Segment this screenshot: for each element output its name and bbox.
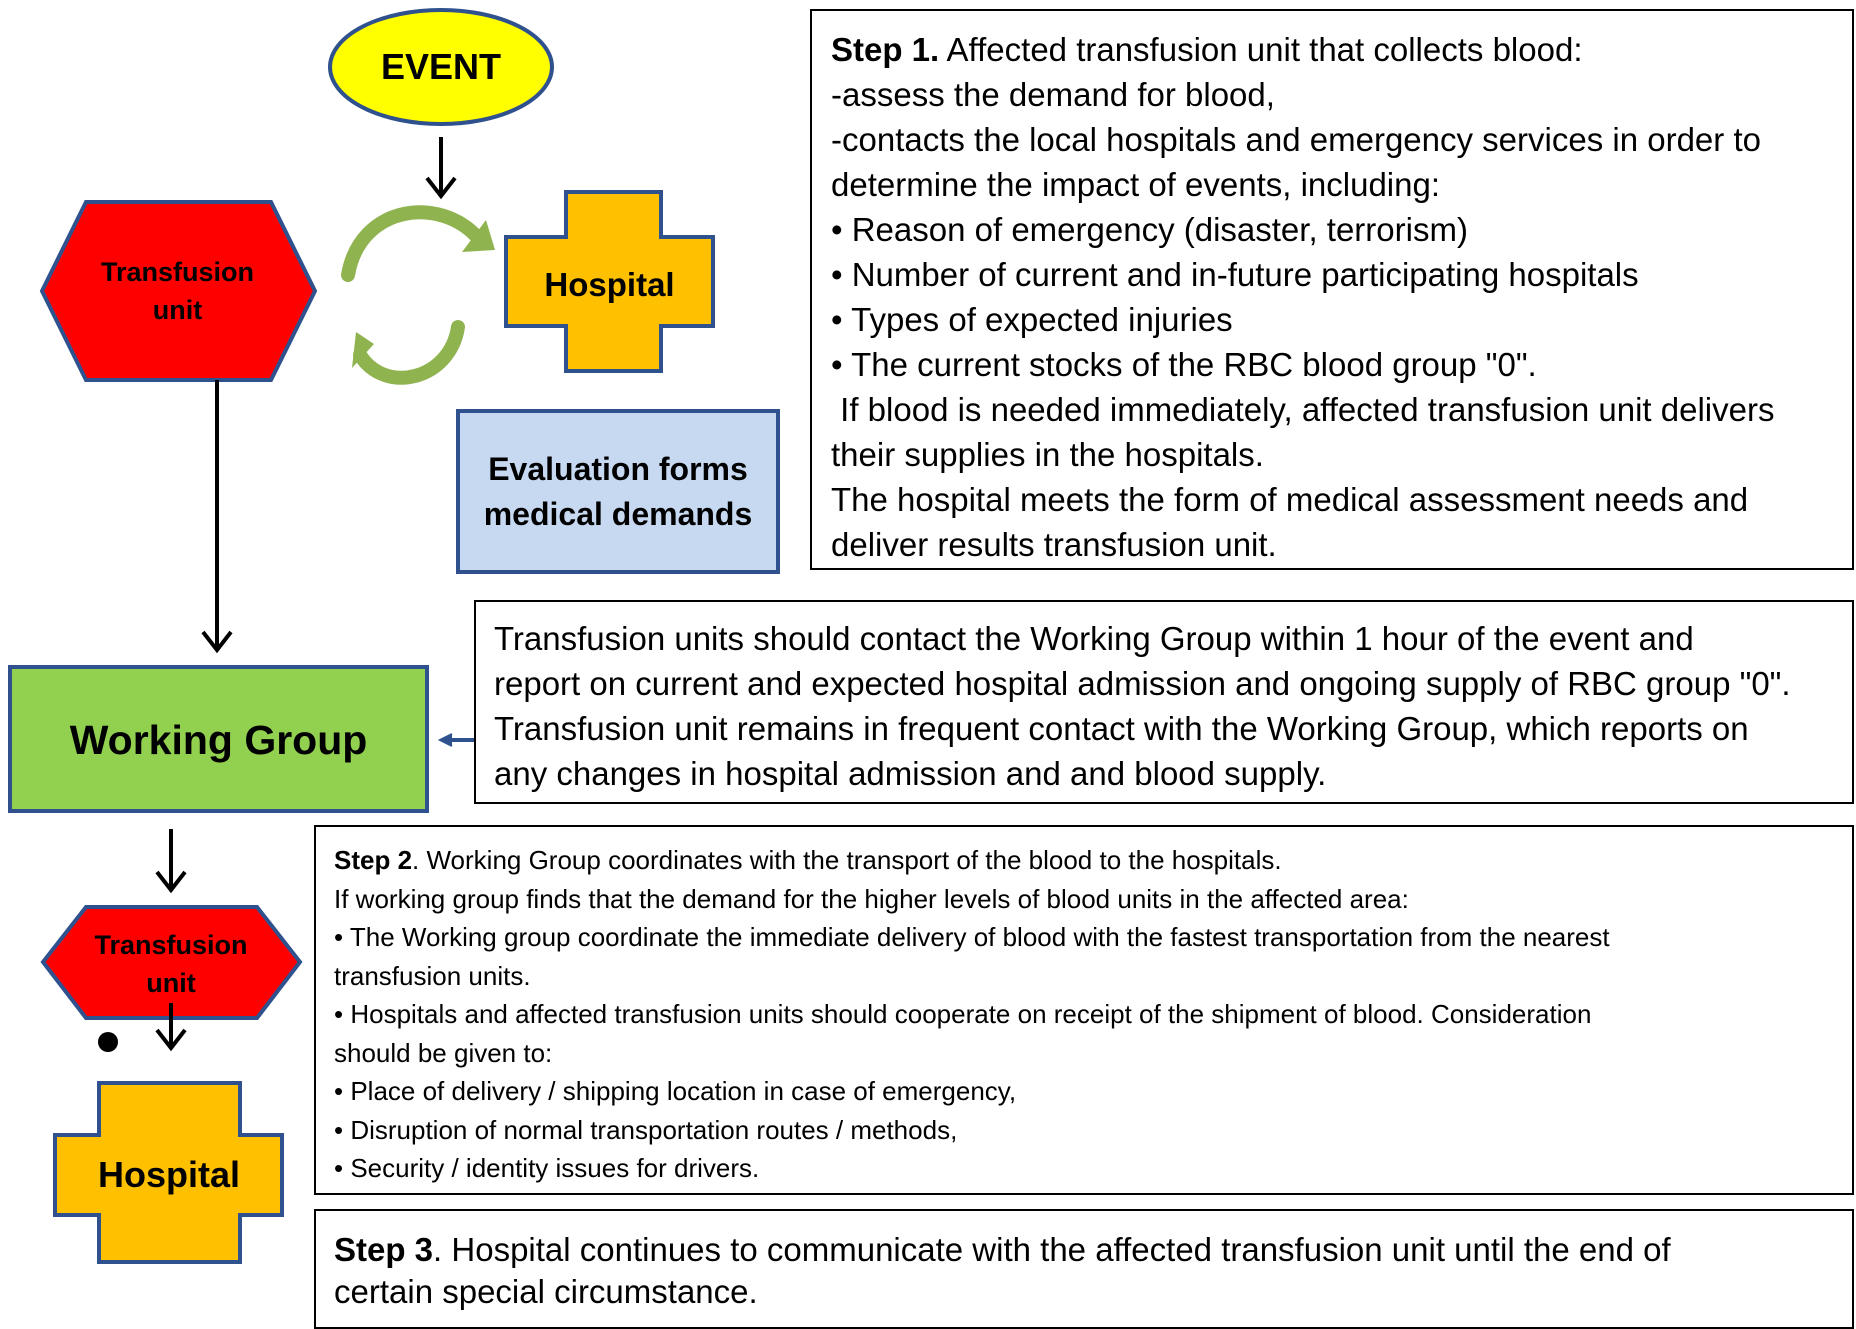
evaluation-forms-label: Evaluation forms medical demands xyxy=(460,445,776,539)
step1-line: The hospital meets the form of medical a… xyxy=(831,481,1749,518)
contact-line: Transfusion units should contact the Wor… xyxy=(494,620,1694,657)
step2-title: Step 2 xyxy=(334,845,413,875)
step3-box: Step 3. Hospital continues to communicat… xyxy=(314,1209,1854,1329)
contact-line: any changes in hospital admission and an… xyxy=(494,755,1327,792)
step2-line: transfusion units. xyxy=(334,960,531,991)
step1-heading: Step 1. Affected transfusion unit that c… xyxy=(831,27,1852,72)
transfusion-unit-hexagon-top xyxy=(39,200,318,382)
contact-working-group-box: Transfusion units should contact the Wor… xyxy=(474,600,1854,804)
cycle-arrows-icon xyxy=(341,205,495,385)
transfusion-unit-hexagon-bottom xyxy=(40,905,303,1020)
arrow-transfusion-to-hospital xyxy=(155,1003,187,1052)
step1-line: • Types of expected injuries xyxy=(831,301,1233,338)
arrow-transfusion-to-working-group xyxy=(201,380,233,654)
working-group-box xyxy=(8,665,429,813)
hospital-label-top: Hospital xyxy=(544,266,675,303)
step1-box: Step 1. Affected transfusion unit that c… xyxy=(810,9,1854,570)
step1-line: deliver results transfusion unit. xyxy=(831,526,1277,563)
arrow-contact-to-working-group xyxy=(437,733,477,747)
transfusion-unit-label-top: Transfusion unit xyxy=(100,257,255,325)
step1-line: • The current stocks of the RBC blood gr… xyxy=(831,346,1537,383)
step1-line: their supplies in the hospitals. xyxy=(831,436,1264,473)
step2-line: should be given to: xyxy=(334,1037,553,1068)
step2-line: • Security / identity issues for drivers… xyxy=(334,1153,760,1183)
step2-line: If working group finds that the demand f… xyxy=(334,883,1409,914)
step1-line: • Reason of emergency (disaster, terrori… xyxy=(831,211,1468,248)
step1-line: -contacts the local hospitals and emerge… xyxy=(831,121,1761,158)
evaluation-line-1: Evaluation forms xyxy=(488,451,748,487)
step3-heading: Step 3. Hospital continues to communicat… xyxy=(334,1229,1852,1271)
event-label: EVENT xyxy=(380,46,502,87)
step2-line: • Disruption of normal transportation ro… xyxy=(334,1114,958,1145)
transfusion-unit-label-bottom: Transfusion unit xyxy=(94,930,248,998)
step2-box: Step 2. Working Group coordinates with t… xyxy=(314,825,1854,1195)
step3-intro: . Hospital continues to communicate with… xyxy=(433,1231,1671,1268)
step1-intro: Affected transfusion unit that collects … xyxy=(939,31,1583,68)
bullet-dot xyxy=(98,1032,118,1052)
working-group-label: Working Group xyxy=(69,716,368,763)
arrow-working-group-down xyxy=(155,829,187,894)
step1-line: -assess the demand for blood, xyxy=(831,76,1275,113)
step2-intro: . Working Group coordinates with the tra… xyxy=(412,845,1282,875)
hospital-cross-top xyxy=(504,190,715,373)
contact-line: Transfusion unit remains in frequent con… xyxy=(494,710,1749,747)
step1-line: determine the impact of events, includin… xyxy=(831,166,1441,203)
step3-title: Step 3 xyxy=(334,1231,434,1268)
evaluation-forms-box xyxy=(456,409,780,574)
step1-line: If blood is needed immediately, affected… xyxy=(831,391,1775,428)
evaluation-line-2: medical demands xyxy=(483,496,753,532)
step2-line: • Hospitals and affected transfusion uni… xyxy=(334,999,1592,1029)
step3-line: certain special circumstance. xyxy=(334,1273,758,1310)
step2-line: • The Working group coordinate the immed… xyxy=(334,922,1610,952)
event-ellipse xyxy=(328,8,554,126)
step1-title: Step 1. xyxy=(831,31,940,68)
step1-line: • Number of current and in-future partic… xyxy=(831,256,1639,293)
contact-line: report on current and expected hospital … xyxy=(494,665,1791,702)
hospital-cross-bottom xyxy=(53,1081,284,1264)
arrow-event-down xyxy=(425,137,457,200)
step2-line: • Place of delivery / shipping location … xyxy=(334,1076,1017,1106)
step2-heading: Step 2. Working Group coordinates with t… xyxy=(334,841,1852,880)
hospital-label-bottom: Hospital xyxy=(97,1154,240,1195)
